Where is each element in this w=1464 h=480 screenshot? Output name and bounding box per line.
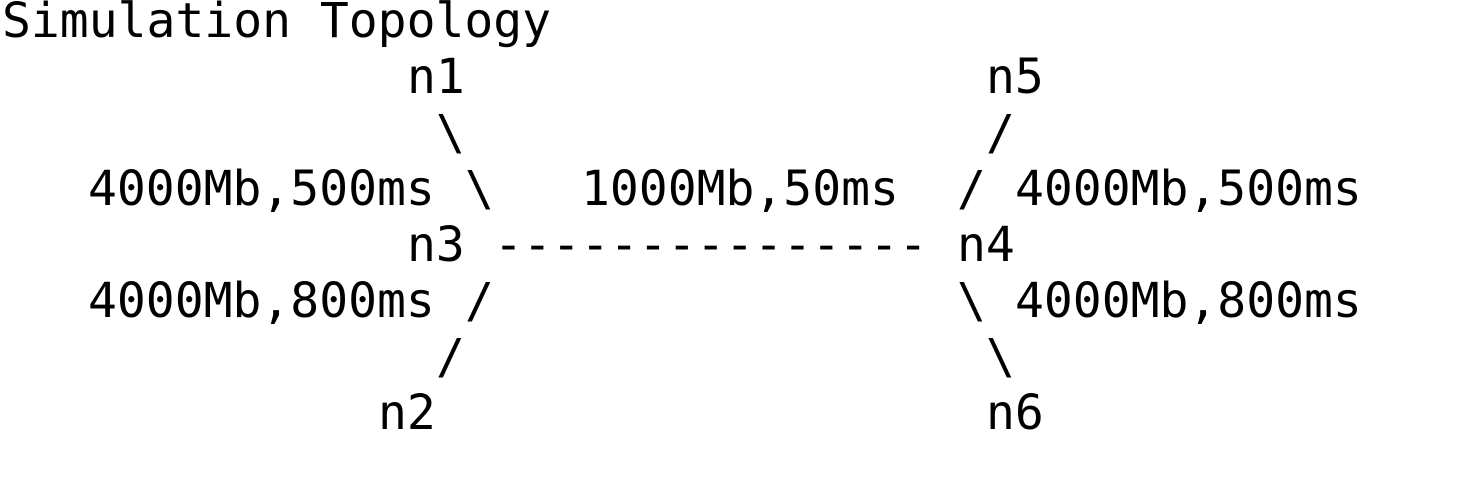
node-n4: n4 [957, 217, 1015, 273]
link-n1-n3-connector-lower: \ [465, 161, 494, 217]
link-n4-n5-connector-upper: / [986, 105, 1015, 161]
link-n2-n3-connector-upper: / [465, 273, 494, 329]
link-n3-n4-label: 1000Mb,50ms [581, 161, 899, 217]
node-n1: n1 [407, 49, 465, 105]
node-n6: n6 [986, 385, 1044, 441]
diagram-title: Simulation Topology [2, 0, 551, 49]
node-n5: n5 [986, 49, 1044, 105]
link-n2-n3-label: 4000Mb,800ms [88, 273, 435, 329]
node-n2: n2 [378, 385, 436, 441]
link-n4-n6-connector-lower: \ [986, 329, 1015, 385]
link-n4-n6-label: 4000Mb,800ms [1015, 273, 1362, 329]
link-n1-n3-connector-upper: \ [436, 105, 465, 161]
link-n3-n4-line: --------------- [494, 217, 927, 273]
node-n3: n3 [407, 217, 465, 273]
link-n4-n6-connector-upper: \ [957, 273, 986, 329]
link-n1-n3-label: 4000Mb,500ms [88, 161, 435, 217]
link-n4-n5-label: 4000Mb,500ms [1015, 161, 1362, 217]
link-n2-n3-connector-lower: / [436, 329, 465, 385]
link-n4-n5-connector-lower: / [957, 161, 986, 217]
